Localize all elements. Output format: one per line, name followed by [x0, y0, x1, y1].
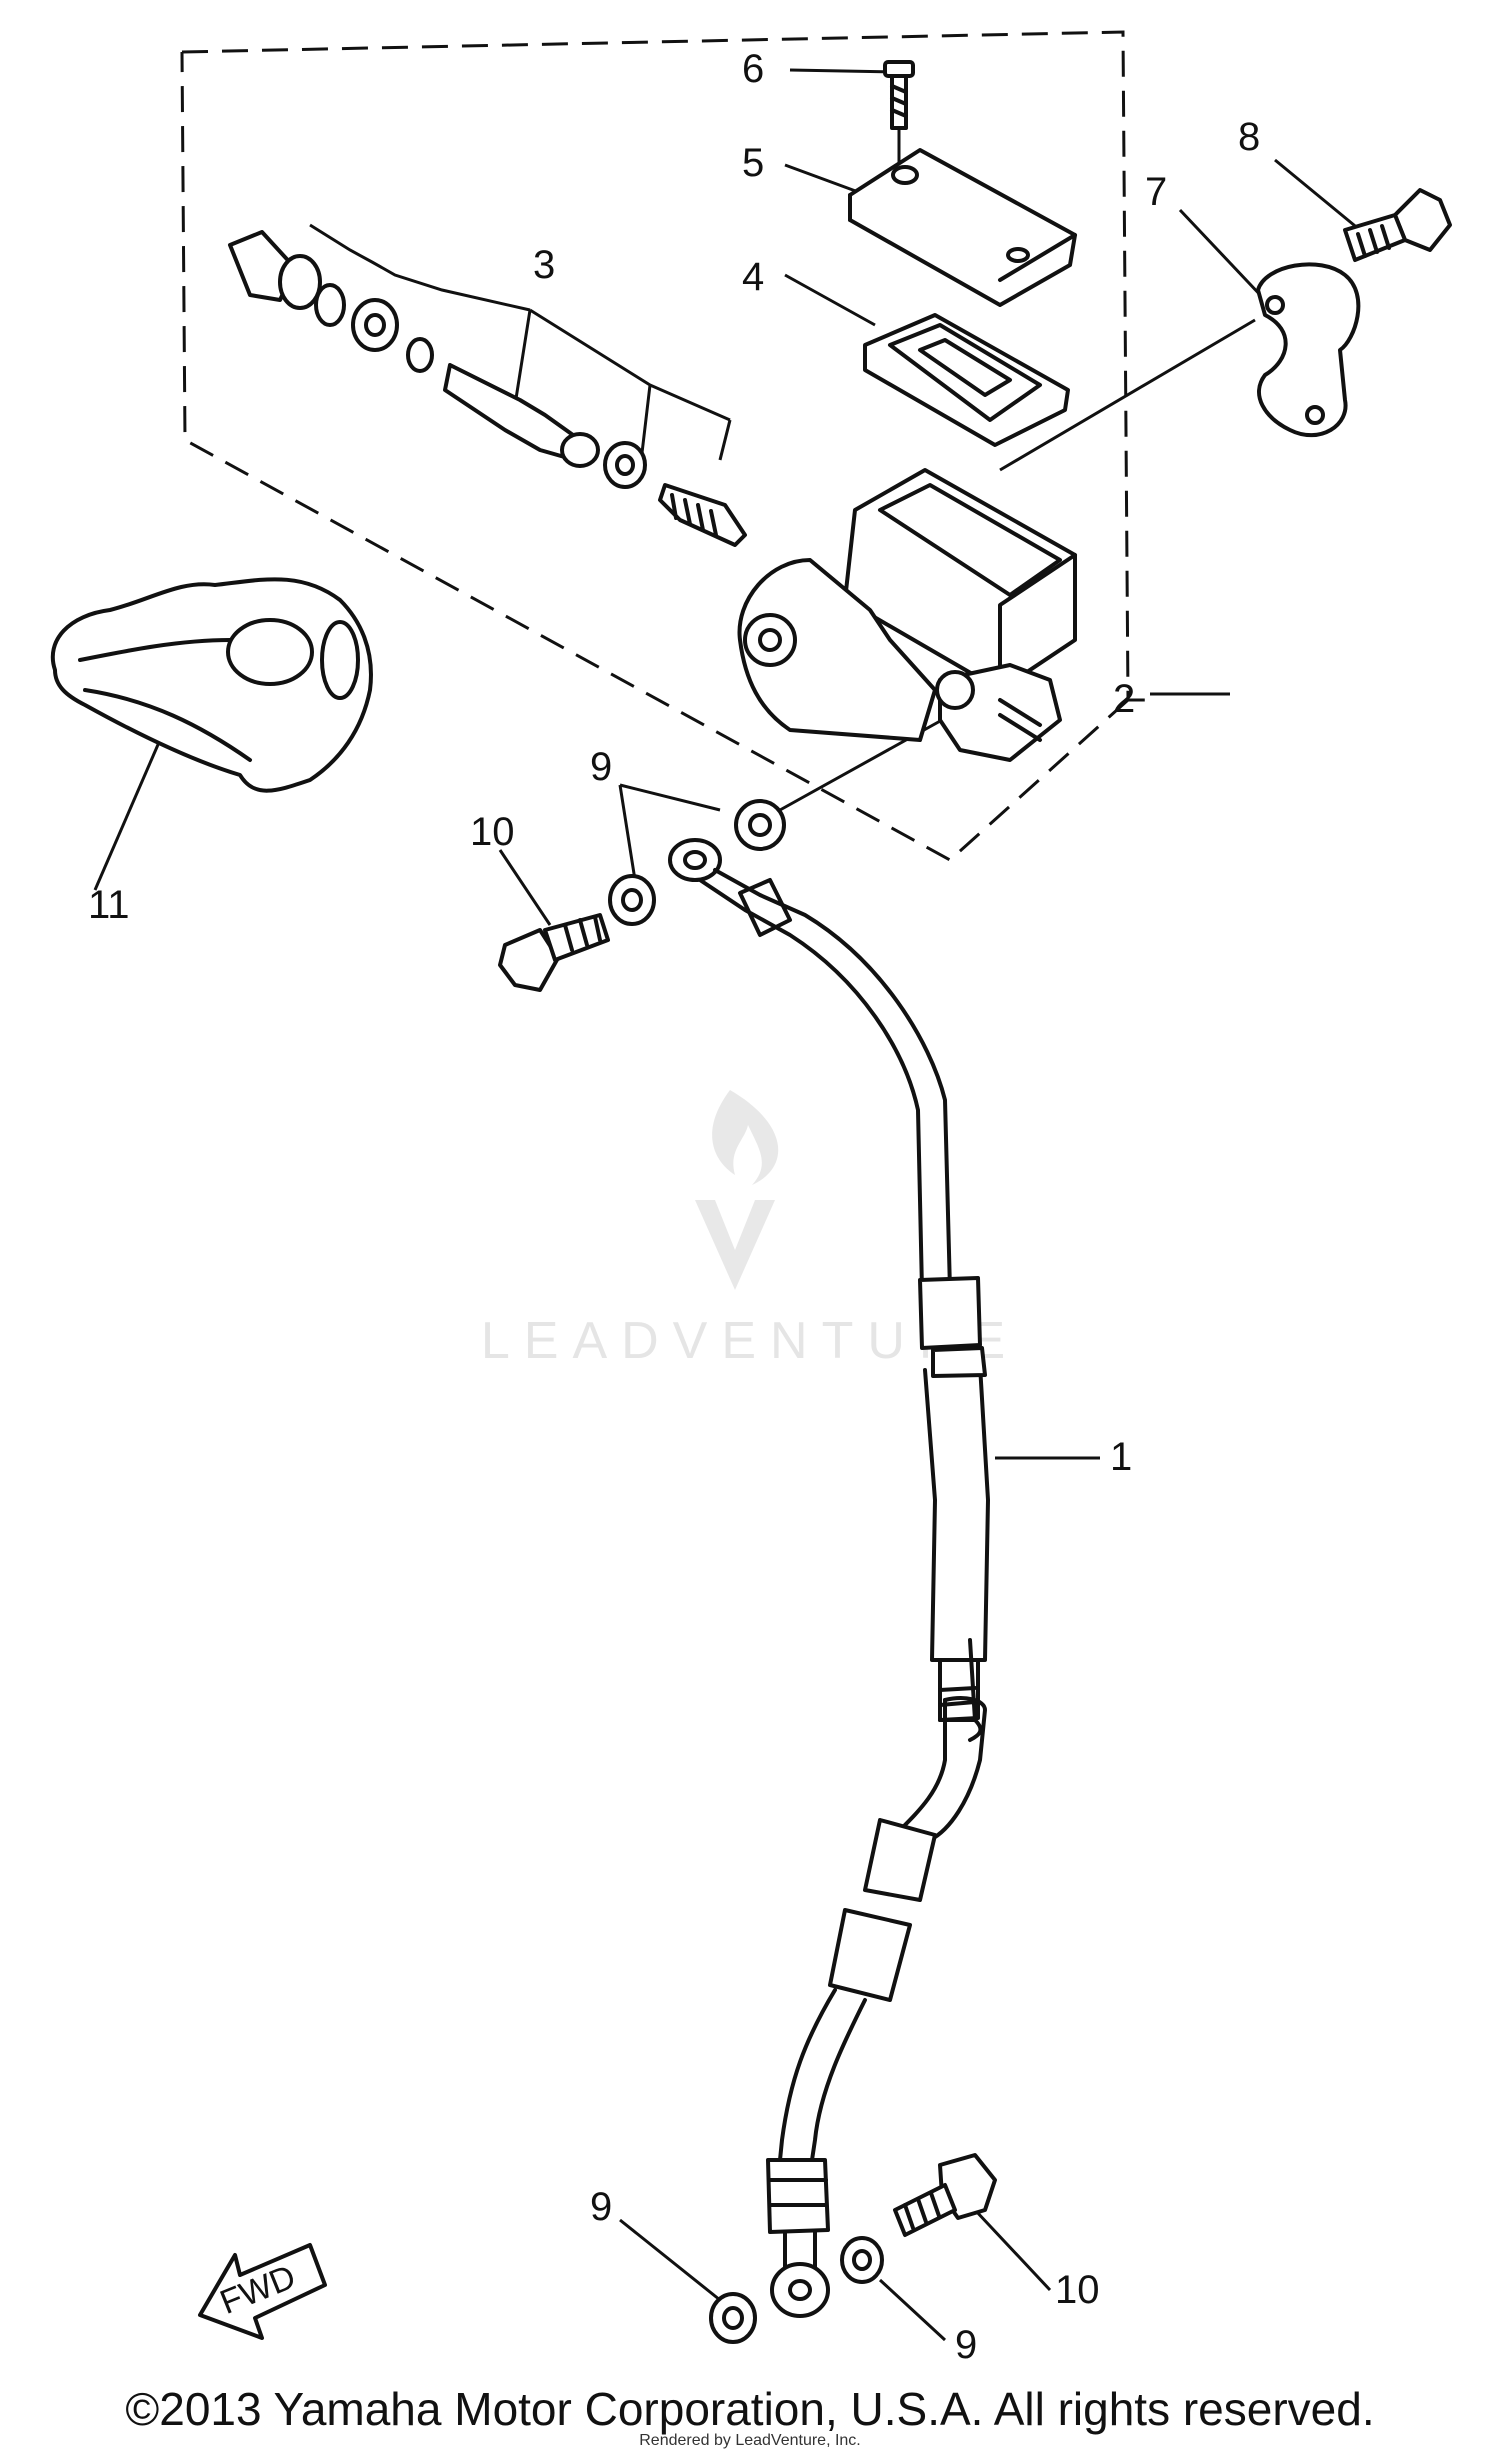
callout-10-top: 10 [470, 810, 515, 854]
callout-8: 8 [1238, 115, 1260, 159]
callout-6: 6 [742, 47, 764, 91]
callout-9-bottom-left: 9 [590, 2185, 612, 2229]
callout-4: 4 [742, 255, 764, 299]
callout-9-bottom-right: 9 [955, 2323, 977, 2367]
callout-labels: 2 3 4 5 6 7 8 9 10 11 1 9 9 10 [88, 47, 1260, 2367]
master-cylinder-part-2 [737, 468, 1077, 762]
clamp-holder-part-7 [1256, 262, 1361, 438]
bolt-part-8 [1343, 188, 1452, 262]
callout-7: 7 [1145, 170, 1167, 214]
watermark-text: LEADVENTURE [481, 1312, 1019, 1370]
rendered-by-notice: Rendered by LeadVenture, Inc. [639, 2432, 861, 2449]
callout-3: 3 [533, 243, 555, 287]
fwd-arrow-icon: FWD [198, 2243, 327, 2340]
diaphragm-part-4 [863, 313, 1070, 447]
washers-part-9-bottom [709, 2236, 884, 2344]
reservoir-cap-part-5 [848, 148, 1077, 307]
banjo-bolt-part-10-top [498, 913, 610, 992]
assembly-boundary [180, 30, 1150, 862]
callout-5: 5 [742, 141, 764, 185]
callout-10-bottom: 10 [1055, 2268, 1100, 2312]
leadventure-watermark: LEADVENTURE [481, 1090, 1019, 1370]
callout-11: 11 [88, 883, 130, 927]
washers-part-9-top [608, 799, 786, 926]
callout-2: 2 [1113, 677, 1135, 721]
brake-hose-part-1 [668, 838, 990, 2318]
leader-lines [93, 68, 1361, 2342]
banjo-bolt-part-10-bottom [893, 2153, 997, 2237]
callout-9-top: 9 [590, 745, 612, 789]
piston-kit-part-3 [228, 230, 747, 547]
callout-1: 1 [1110, 1435, 1132, 1479]
lever-cover-part-11 [50, 577, 373, 793]
copyright-notice: ©2013 Yamaha Motor Corporation, U.S.A. A… [125, 2383, 1375, 2435]
